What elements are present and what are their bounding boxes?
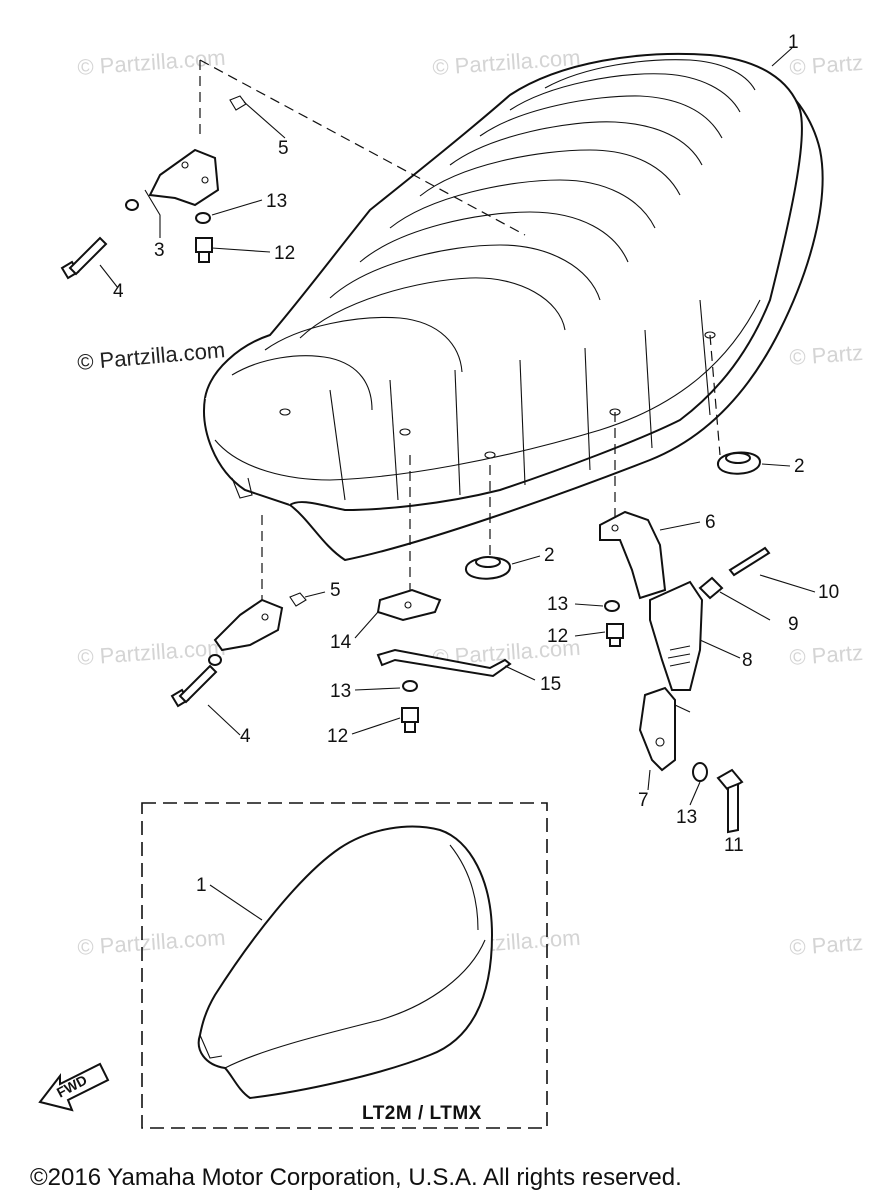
upper-hinge-group: [60, 95, 286, 289]
fwd-arrow-icon: FWD: [38, 1062, 110, 1112]
callout-13: 13: [676, 807, 697, 828]
inset-callout-1: 1: [196, 875, 207, 896]
variant-inset: 1 LT2M / LTMX: [141, 802, 548, 1129]
callout-15: 15: [540, 674, 561, 695]
callout-14: 14: [330, 632, 352, 653]
callout-12: 12: [274, 243, 295, 264]
callout-13: 13: [330, 681, 351, 702]
callout-13: 13: [266, 191, 287, 212]
watermark: © Partzilla.com: [77, 925, 227, 960]
watermark: © Partz: [789, 640, 864, 670]
callout-5: 5: [278, 138, 289, 159]
callout-2: 2: [794, 456, 805, 477]
callout-10: 10: [818, 582, 839, 603]
watermark: © Partzilla.com: [77, 635, 227, 670]
callout-6: 6: [705, 512, 716, 533]
main-seat: [203, 47, 824, 562]
watermark-dark: © Partzilla.com: [76, 337, 226, 375]
callout-13: 13: [547, 594, 568, 615]
callout-11: 11: [724, 835, 744, 856]
callout-4: 4: [113, 281, 124, 302]
callout-5: 5: [330, 580, 341, 601]
latch-group: [574, 510, 816, 834]
variant-label: LT2M / LTMX: [362, 1103, 482, 1124]
assembly-lines: [199, 59, 721, 610]
callout-9: 9: [788, 614, 799, 635]
watermark: © Partz: [789, 50, 864, 80]
callout-2: 2: [544, 545, 555, 566]
watermark: © Partz: [789, 340, 864, 370]
callout-1: 1: [788, 32, 799, 53]
copyright-text: ©2016 Yamaha Motor Corporation, U.S.A. A…: [30, 1164, 682, 1191]
callout-8: 8: [742, 650, 753, 671]
callout-12: 12: [547, 626, 568, 647]
callout-3: 3: [154, 240, 165, 261]
grommets: [465, 451, 791, 580]
callouts: 1 2 2 3 4 4 5 5 6 7 8 9 10 11 12 12 12 1…: [113, 32, 839, 856]
watermark: © Partz: [789, 930, 864, 960]
callout-7: 7: [638, 790, 649, 811]
callout-4: 4: [240, 726, 251, 747]
callout-12: 12: [327, 726, 348, 747]
lower-hinge-group: [170, 588, 536, 736]
